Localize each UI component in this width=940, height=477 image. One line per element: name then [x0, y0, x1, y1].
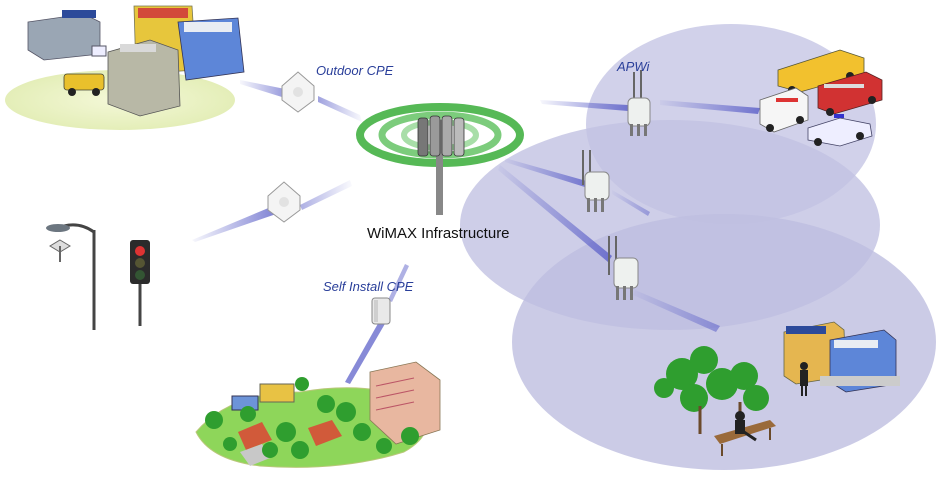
ambulance — [759, 87, 809, 133]
label-outdoor-cpe: Outdoor CPE — [316, 63, 394, 78]
outdoor-cpe-1 — [281, 71, 315, 113]
beam-apwi-2-out — [612, 190, 650, 216]
beam-tower-outdoor — [318, 96, 362, 122]
residential-area — [195, 361, 441, 468]
outdoor-cpe-devices — [267, 71, 391, 325]
police-car — [807, 114, 873, 147]
apwi-unit-1 — [627, 70, 651, 136]
apwi-units — [582, 70, 651, 300]
tower-mast — [436, 120, 443, 215]
park-trees — [654, 346, 769, 412]
beam-streetlight — [192, 204, 282, 242]
street-lamp — [46, 223, 96, 330]
label-apwi: APWi — [616, 59, 650, 74]
office-buildings — [5, 5, 245, 130]
label-self-install-cpe: Self Install CPE — [323, 279, 414, 294]
label-wimax-infrastructure: WiMAX Infrastructure — [367, 225, 510, 242]
wireless-beams — [192, 80, 760, 384]
person-standing — [800, 362, 808, 396]
diagram-labels: Outdoor CPE APWi WiMAX Infrastructure Se… — [316, 59, 650, 294]
beam-tower-apwi-3 — [498, 165, 612, 262]
person-sitting — [735, 411, 757, 442]
wimax-tower — [356, 103, 524, 215]
apwi-unit-2 — [582, 150, 610, 212]
traffic-light — [130, 240, 150, 326]
beam-apwi-3-park — [633, 290, 720, 332]
park-and-shops — [654, 321, 900, 456]
outdoor-cpe-2 — [267, 181, 301, 223]
shop-buildings — [783, 321, 900, 393]
beam-apwi-vehicles — [660, 100, 760, 114]
street-furniture — [46, 223, 150, 330]
beam-self-install — [345, 320, 386, 384]
apwi-unit-3 — [608, 236, 639, 300]
fire-truck — [817, 71, 883, 116]
beam-tower-apwi-1 — [540, 100, 628, 111]
self-install-cpe-device — [371, 297, 391, 325]
beam-self-install-top — [388, 264, 409, 302]
beam-tower-streetlight — [300, 180, 352, 210]
beam-tower-apwi-2 — [505, 158, 590, 188]
vehicles — [759, 49, 883, 147]
